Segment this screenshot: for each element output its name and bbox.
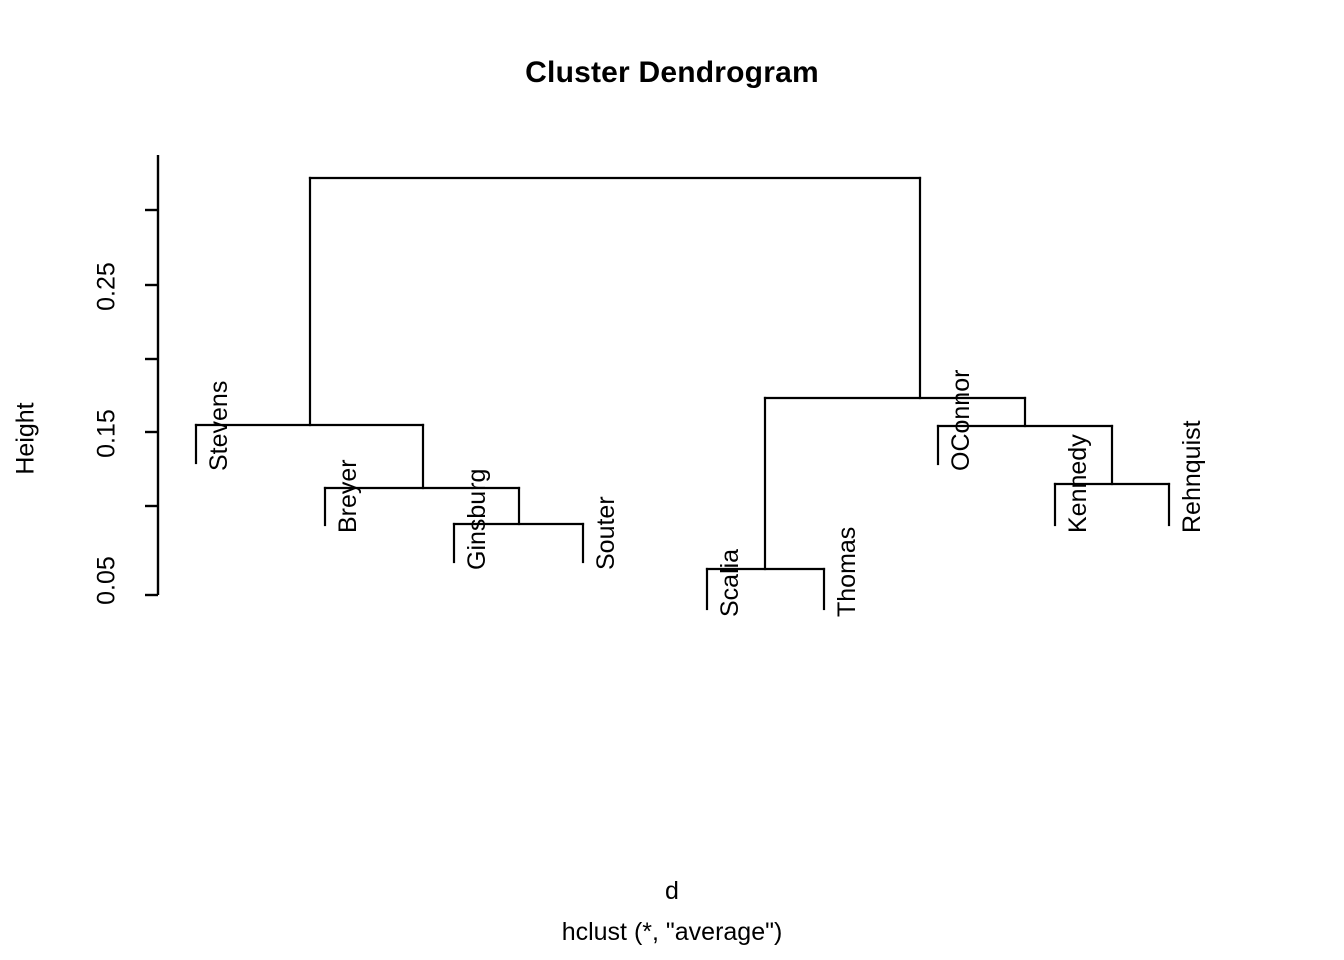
x-axis-label: d: [665, 877, 679, 905]
merge-node-m4: [323, 486, 521, 527]
y-axis: [145, 155, 160, 597]
merge-node-m8: [308, 176, 922, 427]
dendrogram-tree: [194, 176, 1171, 611]
merge-node-m5: [936, 424, 1114, 486]
merge-node-m7: [763, 396, 1027, 571]
merge-node-m6: [194, 423, 425, 490]
merge-node-m2: [452, 522, 585, 564]
x-axis-sublabel: hclust (*, "average"): [561, 918, 783, 946]
merge-node-m3: [1053, 482, 1171, 527]
page-title: Cluster Dendrogram: [525, 56, 819, 89]
merge-node-m1: [705, 567, 826, 611]
